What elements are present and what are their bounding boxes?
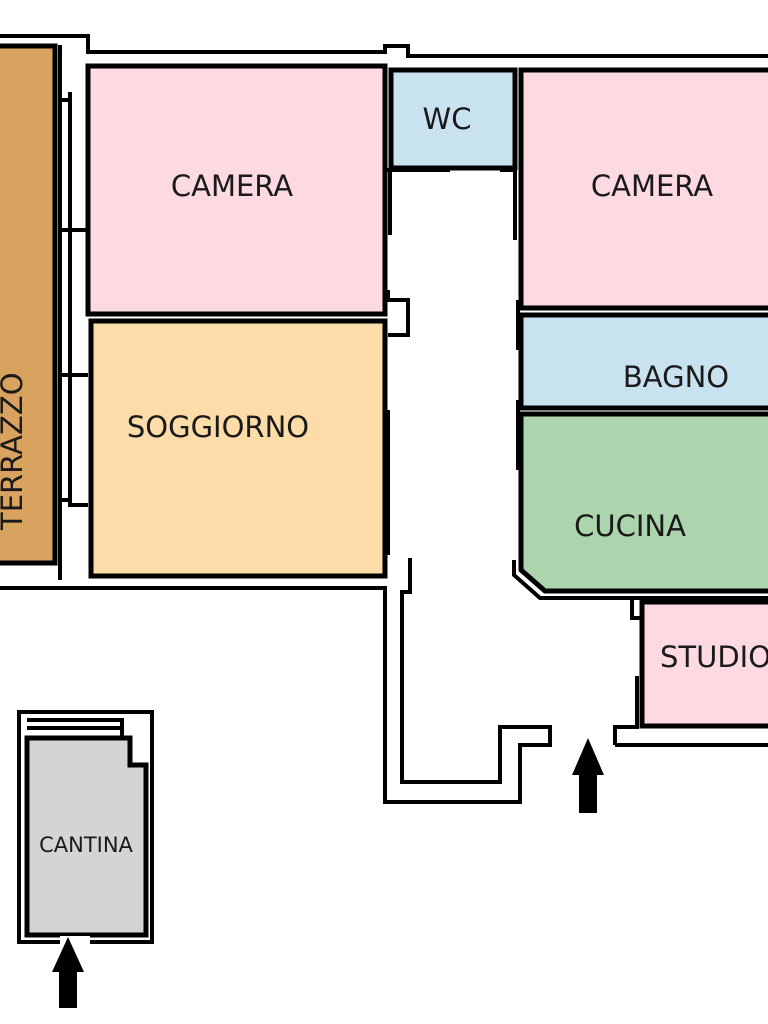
entrance-arrow-cantina xyxy=(52,937,84,1008)
label-wc: WC xyxy=(423,102,472,136)
room-wc xyxy=(388,67,518,171)
entrance-arrow-apartment xyxy=(572,738,604,813)
room-bagno xyxy=(518,312,768,411)
room-cucina xyxy=(518,411,768,594)
room-terrazzo xyxy=(0,43,58,566)
cantina-shelf xyxy=(27,718,124,738)
label-soggiorno: SOGGIORNO xyxy=(127,410,309,444)
room-camera-right xyxy=(518,67,768,311)
label-camera-right: CAMERA xyxy=(591,169,713,203)
label-bagno: BAGNO xyxy=(623,360,729,394)
cantina-door-gap xyxy=(60,936,90,946)
room-camera-left xyxy=(85,63,388,317)
cucina-outer-wall xyxy=(512,560,768,600)
room-studio xyxy=(639,599,768,729)
room-soggiorno xyxy=(88,318,388,579)
label-cucina: CUCINA xyxy=(574,509,686,543)
label-camera-left: CAMERA xyxy=(171,169,293,203)
room-cantina xyxy=(24,735,149,938)
label-terrazzo: TERRAZZO xyxy=(0,372,29,531)
outer-wall xyxy=(0,34,768,804)
label-studio: STUDIO xyxy=(660,640,768,674)
label-cantina: CANTINA xyxy=(39,833,133,857)
